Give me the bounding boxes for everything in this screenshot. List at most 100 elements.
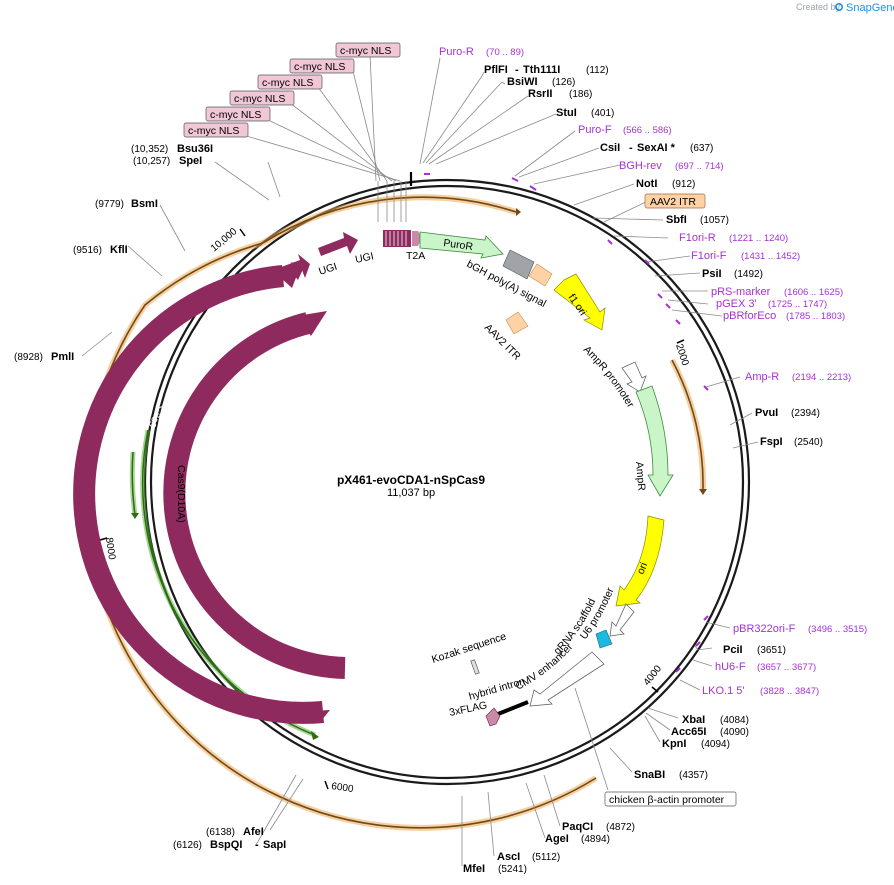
- svg-text:Acc65I: Acc65I: [671, 726, 706, 738]
- kozak-label: Kozak sequence: [430, 630, 508, 665]
- svg-text:(1431 .. 1452): (1431 .. 1452): [741, 251, 800, 262]
- t2a-label: T2A: [406, 250, 425, 262]
- tick-label-4000: 4000: [642, 663, 665, 688]
- svg-text:(2540): (2540): [794, 437, 823, 448]
- svg-text:(2394): (2394): [791, 408, 820, 419]
- primer-amp-r: Amp-R (2194 .. 2213): [745, 371, 851, 383]
- plasmid-name: pX461-evoCDA1-nSpCas9: [337, 473, 485, 487]
- puror-arrow: [419, 231, 504, 259]
- primer-ticks: [424, 173, 709, 673]
- svg-text:BsmI: BsmI: [131, 198, 158, 210]
- svg-text:(9516): (9516): [73, 245, 102, 256]
- svg-text:(126): (126): [552, 77, 575, 88]
- svg-text:pRS-marker: pRS-marker: [711, 286, 771, 298]
- svg-text:Tth111I: Tth111I: [523, 64, 560, 76]
- svg-text:(4094): (4094): [701, 739, 730, 750]
- primer-lko1-5: LKO.1 5' (3828 .. 3847): [702, 685, 819, 697]
- primer-puro-f: Puro-F (566 .. 586): [578, 124, 672, 136]
- svg-text:BspQI: BspQI: [210, 839, 242, 851]
- svg-text:PvuI: PvuI: [755, 407, 778, 419]
- site-xbai: XbaI (4084): [682, 714, 749, 726]
- site-stui: StuI (401): [556, 107, 614, 119]
- svg-text:AscI: AscI: [497, 851, 520, 863]
- aav2-itr-box: [644, 193, 706, 209]
- cmv-enhancer-arrow: [529, 651, 605, 707]
- chicken-promoter-box: [604, 791, 737, 807]
- 3xflag-label: 3xFLAG: [448, 699, 488, 719]
- site-pcii: PciI (3651): [723, 644, 786, 656]
- tick-marks: [99, 172, 685, 790]
- svg-text:BsiWI: BsiWI: [507, 76, 538, 88]
- primer-hu6-f: hU6-F (3657 .. 3677): [715, 661, 816, 673]
- svg-text:(1492): (1492): [734, 269, 763, 280]
- svg-text:SnaBI: SnaBI: [634, 769, 665, 781]
- svg-text:(6126): (6126): [173, 840, 202, 851]
- site-mfei: MfeI (5241): [463, 863, 527, 875]
- hybrid-intron-bar: [497, 700, 529, 716]
- site-csii: CsiI - SexAI * (637): [600, 142, 713, 154]
- site-snabi: SnaBI (4357): [634, 769, 708, 781]
- svg-text:SapI: SapI: [263, 839, 286, 851]
- site-rsrii: RsrII (186): [528, 88, 592, 100]
- site-bsu36i: (10,352) Bsu36I: [131, 143, 213, 155]
- svg-text:(186): (186): [569, 89, 592, 100]
- site-asci: AscI (5112): [497, 851, 560, 863]
- snapgene-brand: SnapGene: [846, 2, 894, 14]
- site-pvui: PvuI (2394): [755, 407, 820, 419]
- tick-label-6000: 6000: [331, 781, 355, 795]
- site-pmli: (8928) PmlI: [14, 351, 74, 363]
- ugi-arrow-1: [268, 254, 310, 282]
- site-bsmi: (9779) BsmI: [95, 198, 158, 210]
- svg-text:(2194 .. 2213): (2194 .. 2213): [792, 372, 851, 383]
- svg-text:RsrII: RsrII: [528, 88, 552, 100]
- svg-text:MfeI: MfeI: [463, 863, 485, 875]
- ampr-label: AmpR: [633, 461, 648, 492]
- svg-text:(1785 .. 1803): (1785 .. 1803): [786, 311, 845, 322]
- svg-text:KpnI: KpnI: [662, 738, 686, 750]
- site-pflfi: PflFI - Tth111I (112): [484, 64, 609, 76]
- primer-prs-marker: pRS-marker (1606 .. 1625): [711, 286, 843, 298]
- svg-text:SbfI: SbfI: [666, 214, 687, 226]
- ampr-promoter-arrow: [621, 361, 647, 393]
- plasmid-size: 11,037 bp: [387, 487, 435, 499]
- svg-text:Puro-F: Puro-F: [578, 124, 612, 136]
- aav2-itr-small-right: [528, 263, 553, 287]
- svg-text:(8928): (8928): [14, 352, 43, 363]
- ampr-arrow: [635, 385, 674, 497]
- svg-text:pGEX 3': pGEX 3': [716, 298, 757, 310]
- tick-label-8000: 8000: [103, 537, 117, 561]
- site-fspi: FspI (2540): [760, 436, 823, 448]
- cas9d10a-label: Cas9(D10A): [175, 465, 187, 523]
- site-noti: NotI (912): [636, 178, 695, 190]
- aav2-itr-inner-box: [505, 311, 529, 335]
- svg-text:(112): (112): [586, 65, 609, 76]
- svg-text:(5241): (5241): [498, 864, 527, 875]
- site-kpni: KpnI (4094): [662, 738, 730, 750]
- site-afei: (6138) AfeI: [206, 826, 264, 838]
- ori-label: ori: [635, 561, 650, 576]
- svg-text:NotI: NotI: [636, 178, 657, 190]
- svg-text:(637): (637): [690, 143, 713, 154]
- svg-text:(10,352): (10,352): [131, 144, 168, 155]
- svg-text:FspI: FspI: [760, 436, 783, 448]
- svg-text:(9779): (9779): [95, 199, 124, 210]
- nls-label-4: c-myc NLS: [234, 93, 285, 105]
- 3xflag-arrow: [485, 707, 501, 727]
- nls-label-2: c-myc NLS: [294, 61, 345, 73]
- svg-text:(70 .. 89): (70 .. 89): [486, 47, 524, 58]
- primer-bgh-rev: BGH-rev (697 .. 714): [619, 160, 724, 172]
- chicken-promoter-label: chicken β-actin promoter: [609, 794, 725, 806]
- nls-label-3: c-myc NLS: [262, 77, 313, 89]
- svg-text:AgeI: AgeI: [545, 833, 569, 845]
- primer-pbr322ori-f: pBR322ori-F (3496 .. 3515): [733, 623, 867, 635]
- primer-f1ori-f: F1ori-F (1431 .. 1452): [691, 250, 800, 262]
- hybrid-intron-label: hybrid intron: [468, 675, 527, 703]
- kozak-marker: [470, 659, 480, 675]
- cas9-label: Cas9: [145, 403, 168, 430]
- svg-text:F1ori-R: F1ori-R: [679, 232, 716, 244]
- svg-text:(3828 .. 3847): (3828 .. 3847): [760, 686, 819, 697]
- site-psii: PsiI (1492): [702, 268, 763, 280]
- svg-text:hU6-F: hU6-F: [715, 661, 746, 673]
- svg-text:Puro-R: Puro-R: [439, 46, 474, 58]
